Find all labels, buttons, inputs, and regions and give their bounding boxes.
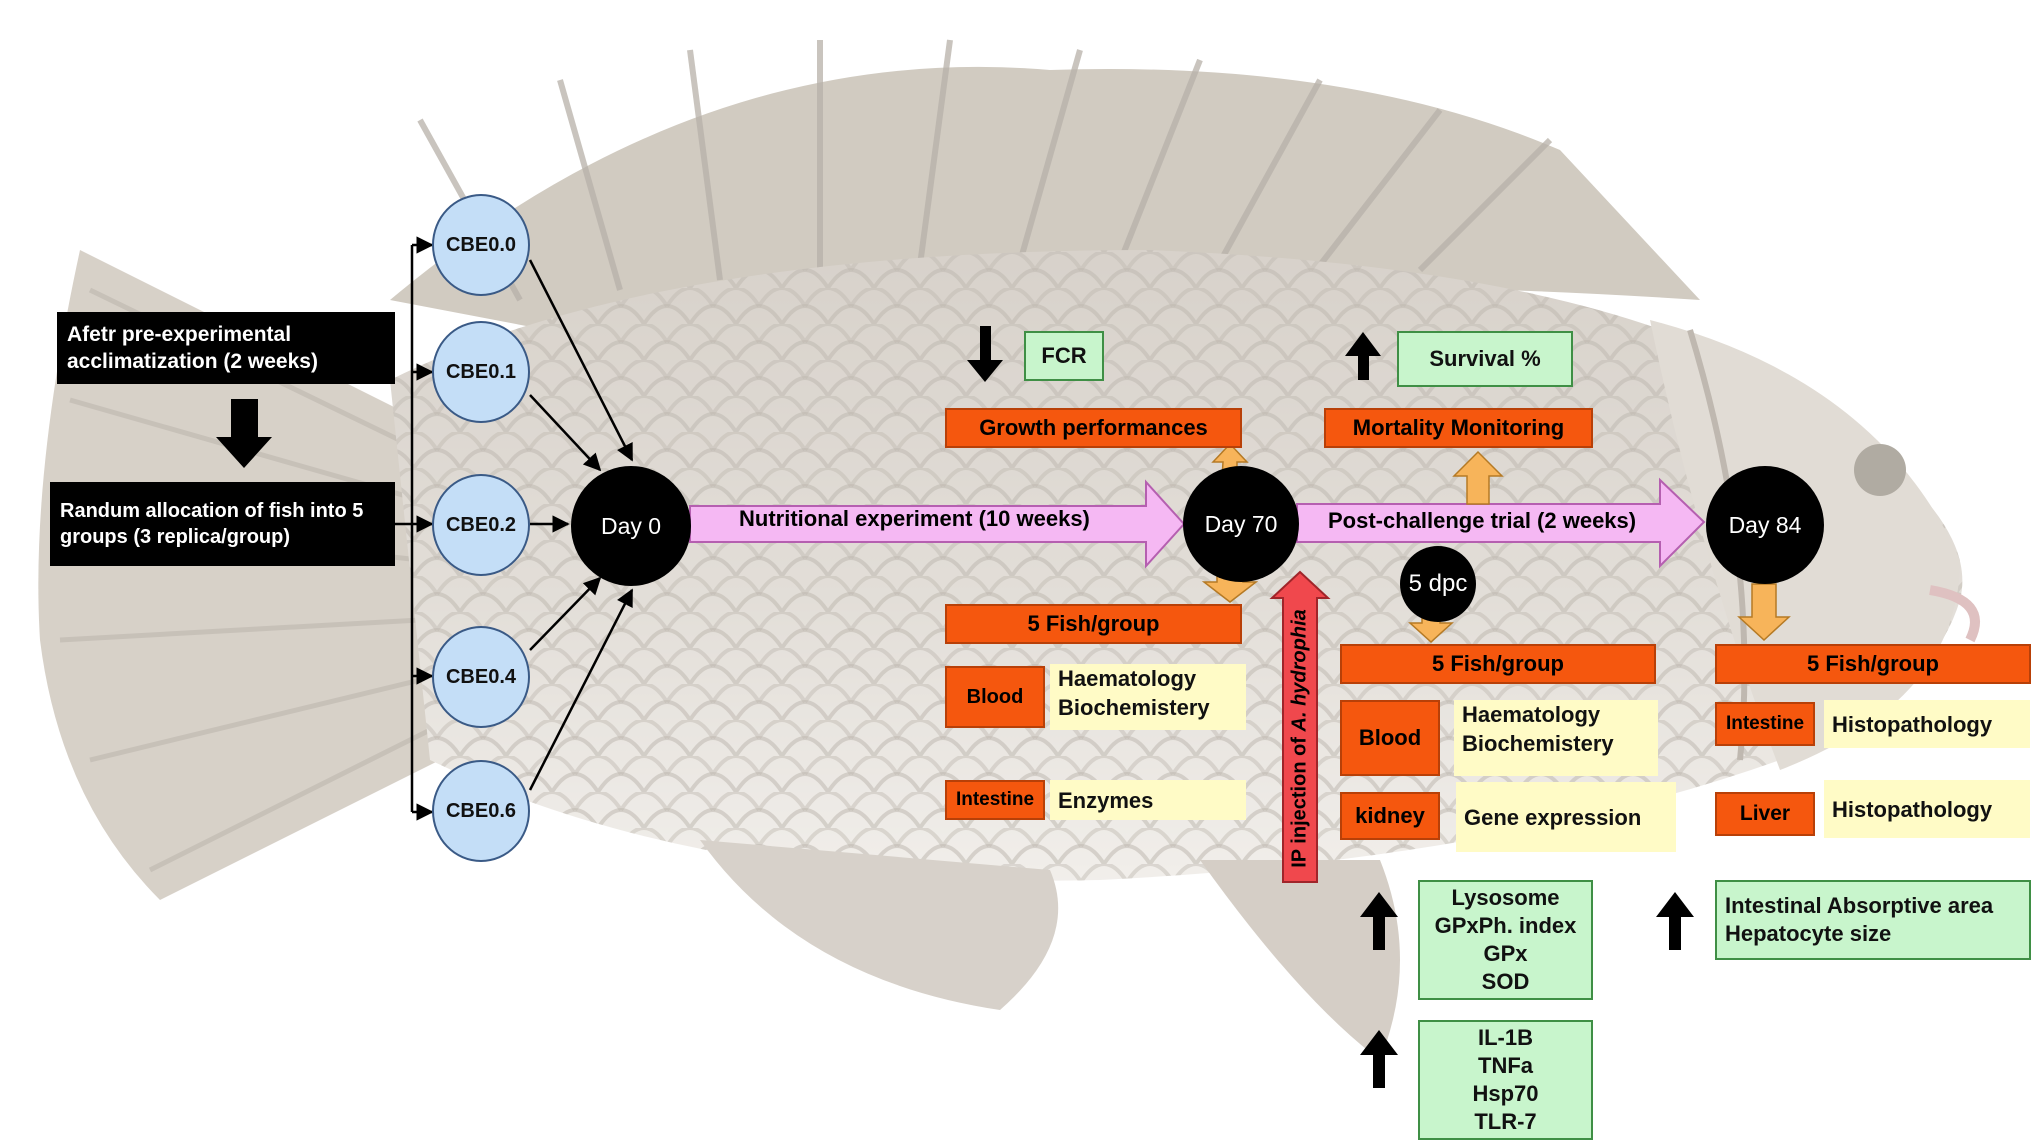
down-trend-arrow-icon — [967, 326, 1003, 382]
day-0-node: Day 0 — [571, 466, 691, 586]
stage3-liver-test: Histopathology — [1824, 780, 2030, 838]
stage2-sample-header: 5 Fish/group — [1340, 644, 1656, 684]
allocation-box: Randum allocation of fish into 5 groups … — [50, 482, 395, 566]
stage1-blood-tests: Haematology Biochemistery — [1050, 664, 1246, 730]
injection-arrow — [1269, 570, 1331, 883]
dpc-node: 5 dpc — [1400, 546, 1476, 622]
group-bracket — [395, 236, 434, 821]
stage1-sample-header: 5 Fish/group — [945, 604, 1242, 644]
stage2-markers-1: Lysosome GPxPh. index GPx SOD — [1418, 880, 1593, 1000]
stage1-intestine-test: Enzymes — [1050, 780, 1246, 820]
nutritional-experiment-arrow — [689, 479, 1186, 569]
stage3-sample-header: 5 Fish/group — [1715, 644, 2031, 684]
group-circle: CBE0.1 — [432, 321, 530, 423]
up-arrow-gold-icon — [1452, 450, 1504, 505]
down-arrow-icon — [216, 399, 272, 468]
stage2-kidney-tag: kidney — [1340, 792, 1440, 840]
stage3-intestine-test: Histopathology — [1824, 700, 2030, 748]
group-to-day0-arrows — [528, 259, 634, 791]
day-84-node: Day 84 — [1706, 466, 1824, 584]
group-circle: CBE0.4 — [432, 626, 530, 728]
down-arrow-gold-icon — [1737, 583, 1791, 642]
day-70-node: Day 70 — [1183, 466, 1299, 582]
stage3-intestine-tag: Intestine — [1715, 702, 1815, 746]
acclimatization-box: Afetr pre-experimental acclimatization (… — [57, 312, 395, 384]
up-trend-arrow-icon — [1345, 332, 1381, 380]
group-circle: CBE0.6 — [432, 760, 530, 862]
stage3-results: Intestinal Absorptive area Hepatocyte si… — [1715, 880, 2031, 960]
stage1-blood-tag: Blood — [945, 666, 1045, 728]
acclimatization-text: Afetr pre-experimental acclimatization (… — [67, 323, 318, 373]
group-circle: CBE0.0 — [432, 194, 530, 296]
fcr-result: FCR — [1024, 331, 1104, 381]
stage1-intestine-tag: Intestine — [945, 780, 1045, 820]
stage2-kidney-test: Gene expression — [1456, 782, 1676, 852]
stage2-blood-tag: Blood — [1340, 700, 1440, 776]
stage3-liver-tag: Liver — [1715, 792, 1815, 836]
group-circle: CBE0.2 — [432, 474, 530, 576]
post-challenge-label: Post-challenge trial (2 weeks) — [1328, 508, 1637, 533]
up-trend-arrow-icon — [1360, 1030, 1398, 1088]
mortality-monitoring-header: Mortality Monitoring — [1324, 408, 1593, 448]
up-trend-arrow-icon — [1360, 892, 1398, 950]
survival-result: Survival % — [1397, 331, 1573, 387]
nutritional-experiment-label: Nutritional experiment (10 weeks) — [739, 506, 1090, 531]
stage2-markers-2: IL-1B TNFa Hsp70 TLR-7 — [1418, 1020, 1593, 1140]
growth-performances-header: Growth performances — [945, 408, 1242, 448]
stage2-blood-tests: Haematology Biochemistery — [1454, 700, 1658, 776]
allocation-text: Randum allocation of fish into 5 groups … — [60, 500, 364, 548]
post-challenge-arrow — [1296, 477, 1706, 569]
up-trend-arrow-icon — [1656, 892, 1694, 950]
injection-label: IP injection of A. hydrophia — [1288, 609, 1311, 868]
